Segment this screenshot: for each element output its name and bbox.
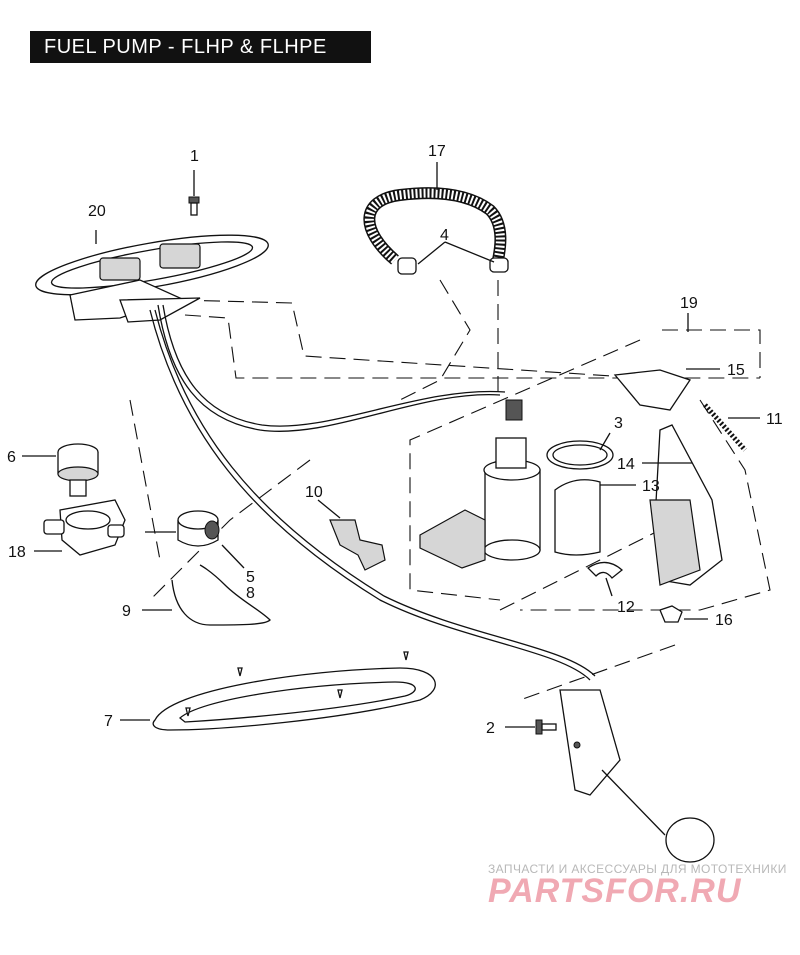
corrugated-fuel-hose — [363, 162, 507, 265]
callout-19: 19 — [680, 295, 698, 312]
callout-14: 14 — [617, 456, 635, 473]
callout-12: 12 — [617, 599, 635, 616]
retaining-band — [546, 440, 614, 470]
diagram-title: FUEL PUMP - FLHP & FLHPE — [30, 31, 371, 63]
callout-15: 15 — [727, 362, 745, 379]
regulator-housing — [34, 499, 126, 556]
screw-top — [188, 170, 200, 216]
callout-3: 3 — [614, 415, 623, 432]
callout-13: 13 — [642, 478, 660, 495]
callout-20: 20 — [88, 203, 106, 220]
callout-4: 4 — [440, 227, 449, 244]
callout-1: 1 — [190, 148, 199, 165]
assembly-guide-lines — [129, 279, 771, 701]
callout-11: 11 — [766, 411, 783, 428]
pump-flange-plate — [35, 234, 269, 323]
pressure-regulator — [22, 443, 99, 497]
callout-9: 9 — [122, 603, 131, 620]
filter-hose — [142, 564, 271, 626]
electrical-connector — [613, 369, 692, 411]
callout-2: 2 — [486, 720, 495, 737]
callout-17: 17 — [428, 143, 446, 160]
fuel-pump — [419, 399, 541, 569]
sender-bracket — [649, 424, 723, 586]
pump-sleeve — [554, 479, 601, 556]
watermark-logo: PARTSFOR.RU — [488, 872, 742, 910]
leader-lines — [95, 230, 760, 620]
callout-16: 16 — [715, 612, 733, 629]
callout-7: 7 — [104, 713, 113, 730]
fuel-filter — [145, 510, 245, 569]
tension-spring — [703, 403, 747, 452]
watermark-tagline: ЗАПЧАСТИ И АКСЕССУАРЫ ДЛЯ МОТОТЕХНИКИ — [488, 862, 787, 876]
fuel-level-sender — [559, 689, 715, 863]
callout-numbers: 1 2 3 4 5 6 7 8 9 10 11 12 13 14 15 16 1… — [7, 143, 783, 737]
flange-gasket — [120, 651, 436, 731]
wiring-harness — [149, 304, 596, 681]
callout-8: 8 — [246, 585, 255, 602]
mounting-bracket — [317, 499, 386, 571]
callout-5: 5 — [246, 569, 255, 586]
hex-nut — [659, 605, 683, 623]
retaining-clip — [586, 561, 624, 579]
sender-screw — [505, 719, 557, 735]
callout-10: 10 — [305, 484, 323, 501]
hose-clamps — [397, 241, 509, 275]
callout-18: 18 — [8, 544, 26, 561]
callout-6: 6 — [7, 449, 16, 466]
